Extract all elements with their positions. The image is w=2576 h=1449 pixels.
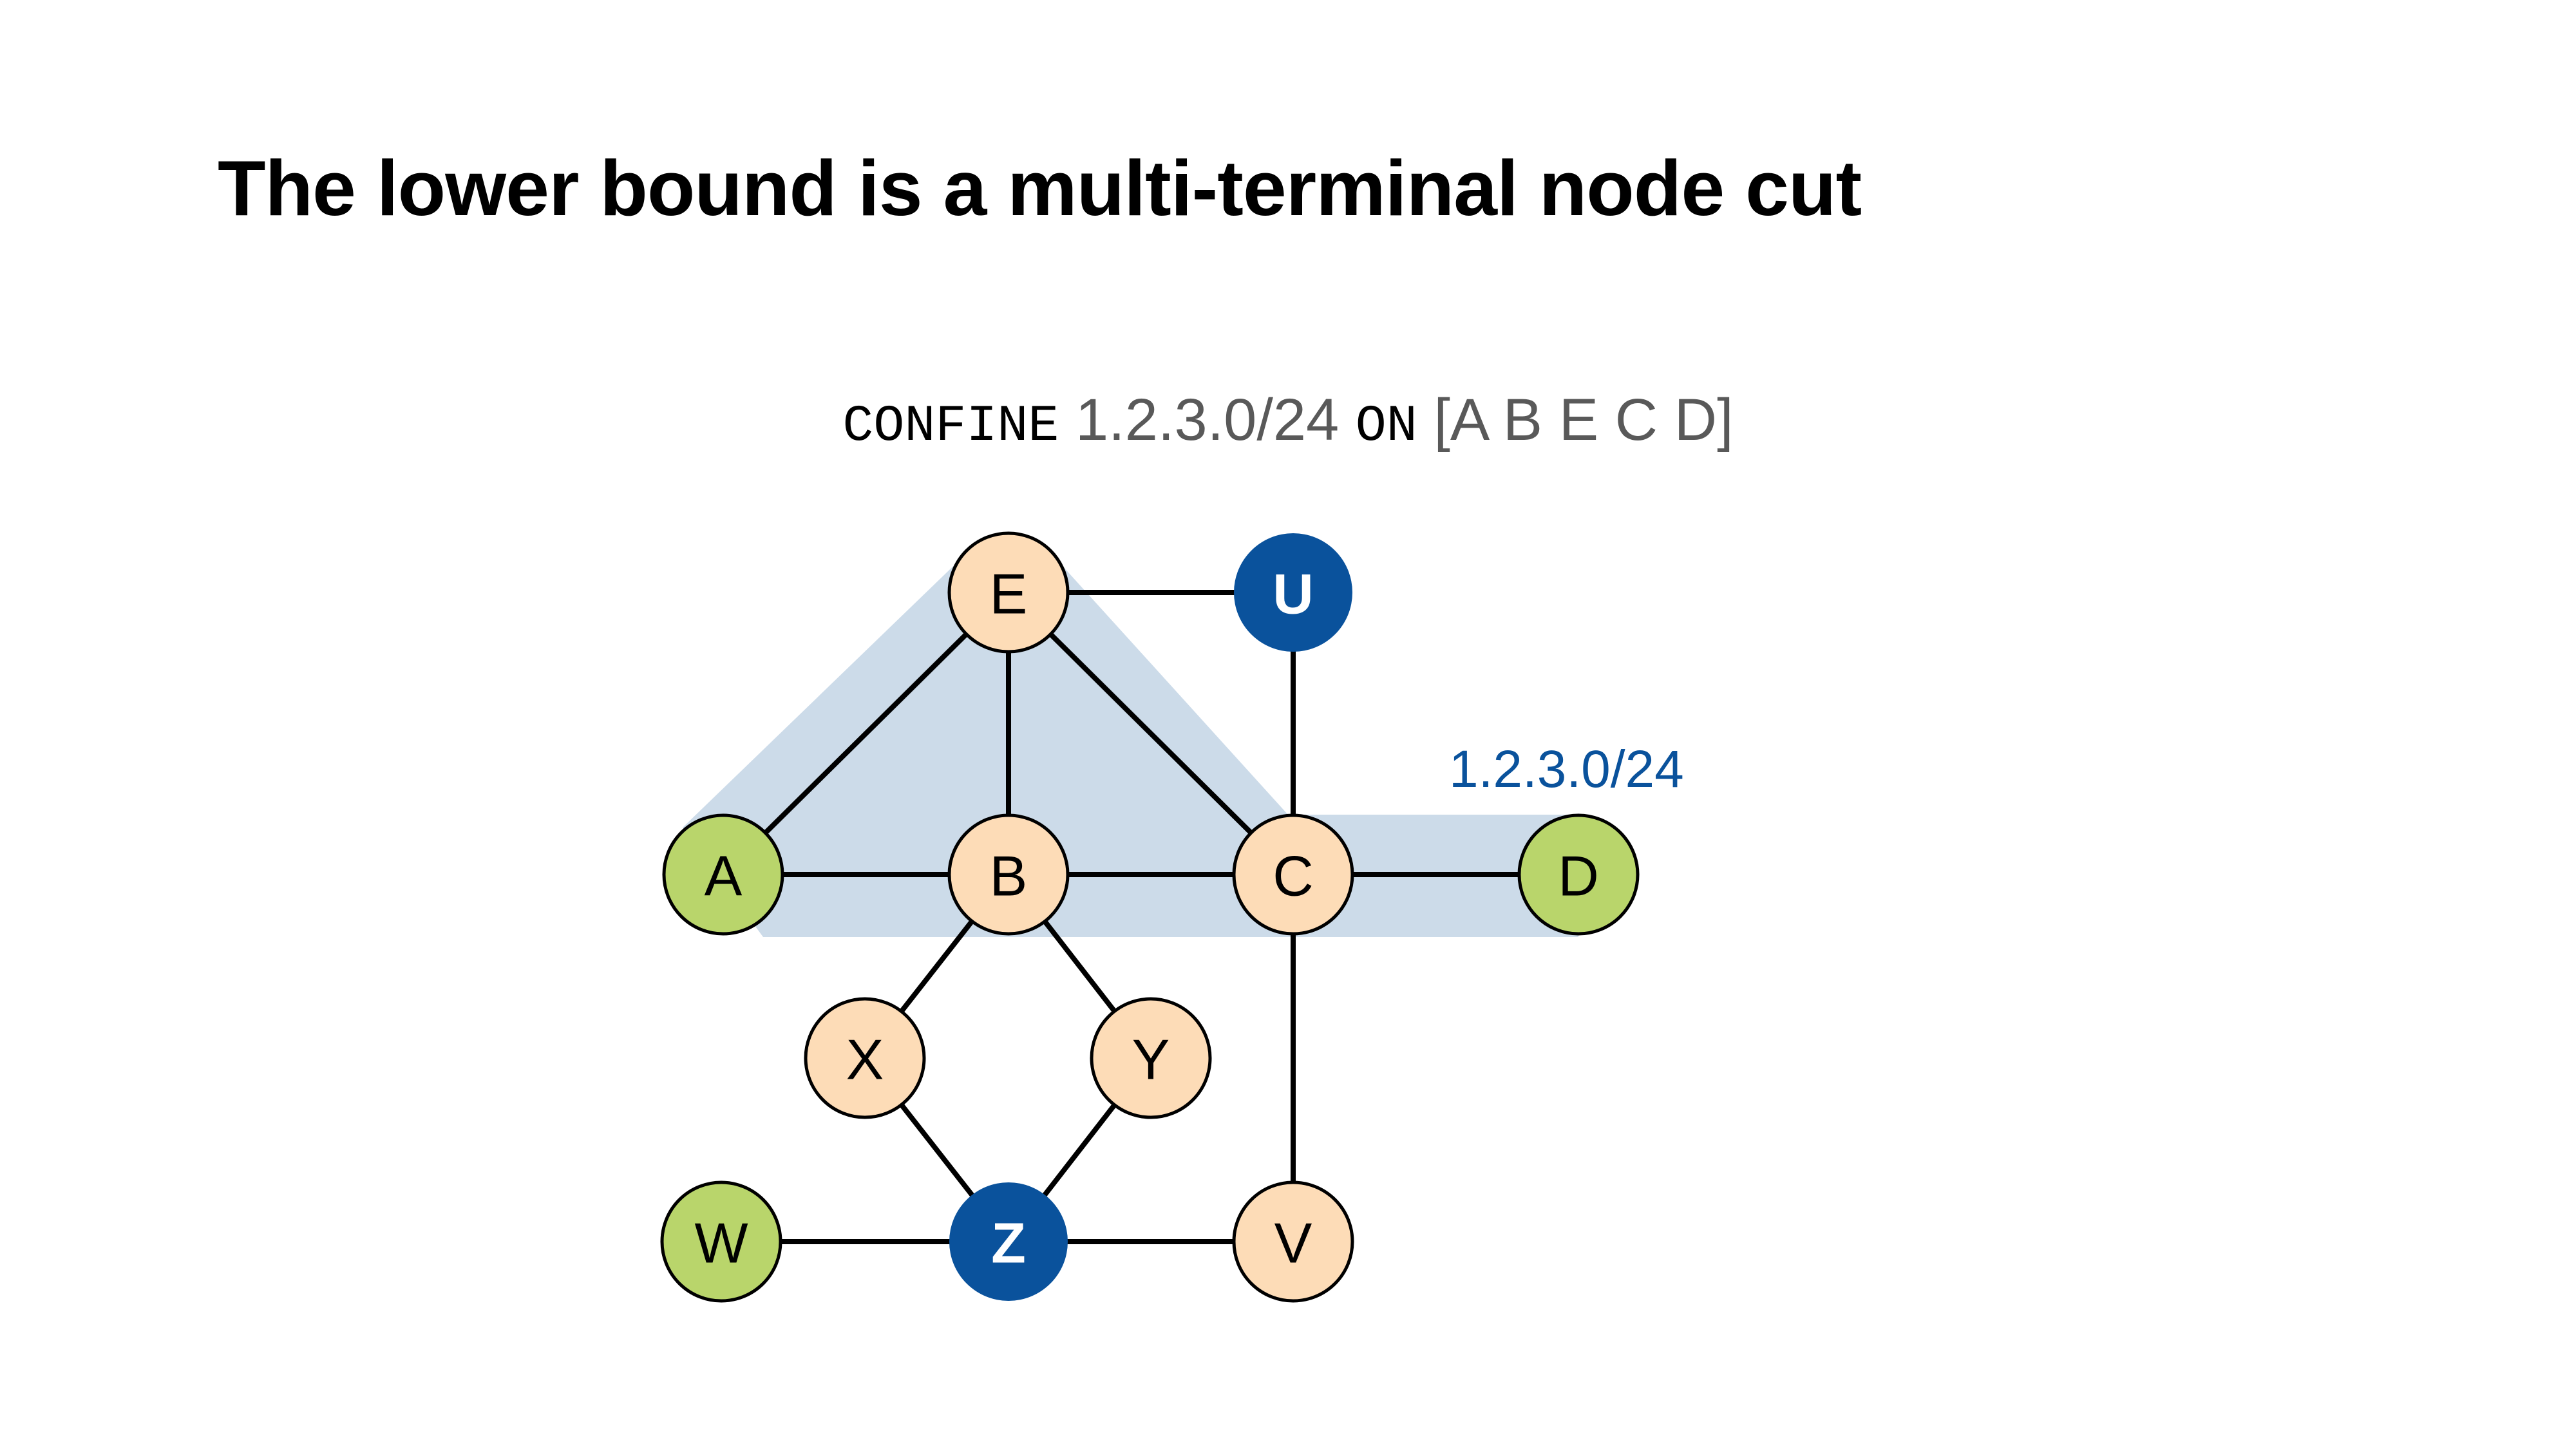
node-w: W	[660, 1180, 782, 1303]
node-label-v: V	[1274, 1211, 1312, 1275]
node-label-d: D	[1558, 844, 1599, 908]
slide-title: The lower bound is a multi-terminal node…	[218, 144, 1862, 232]
cut-highlight-region	[683, 554, 1578, 937]
node-circle-b	[947, 813, 1070, 936]
node-circle-z	[949, 1182, 1068, 1301]
node-circle-e	[947, 531, 1070, 654]
edge-e-a	[721, 591, 1010, 876]
edge-e-c	[1007, 591, 1295, 876]
node-label-c: C	[1273, 844, 1314, 908]
node-label-u: U	[1273, 562, 1314, 626]
node-a: A	[662, 813, 784, 936]
node-label-x: X	[846, 1028, 884, 1092]
node-u: U	[1234, 533, 1352, 652]
node-label-e: E	[990, 562, 1028, 626]
command-prefix: 1.2.3.0/24	[1075, 387, 1340, 453]
node-y: Y	[1090, 997, 1212, 1119]
node-circle-v	[1232, 1180, 1354, 1303]
node-z: Z	[949, 1182, 1068, 1301]
confine-command: CONFINE 1.2.3.0/24 ON [A B E C D]	[0, 386, 2576, 456]
node-circle-c	[1232, 813, 1354, 936]
keyword-on: ON	[1355, 397, 1417, 456]
command-node-list: [A B E C D]	[1434, 387, 1734, 453]
node-label-y: Y	[1132, 1028, 1170, 1092]
node-circle-d	[1517, 813, 1640, 936]
node-e: E	[947, 531, 1070, 654]
node-label-w: W	[694, 1211, 748, 1275]
cut-highlight-polygon	[683, 554, 1578, 937]
node-circle-a	[662, 813, 784, 936]
node-v: V	[1232, 1180, 1354, 1303]
node-label-z: Z	[991, 1211, 1026, 1275]
node-circle-y	[1090, 997, 1212, 1119]
keyword-confine: CONFINE	[842, 397, 1059, 456]
node-b: B	[947, 813, 1070, 936]
node-c: C	[1232, 813, 1354, 936]
node-circle-u	[1234, 533, 1352, 652]
node-label-a: A	[705, 844, 743, 908]
node-circle-w	[660, 1180, 782, 1303]
node-d: D	[1517, 813, 1640, 936]
node-x: X	[804, 997, 926, 1119]
node-circle-x	[804, 997, 926, 1119]
node-label-b: B	[990, 844, 1028, 908]
nodes: E U A B C D X Y W Z V	[660, 531, 1640, 1303]
prefix-label: 1.2.3.0/24	[1449, 740, 1684, 799]
